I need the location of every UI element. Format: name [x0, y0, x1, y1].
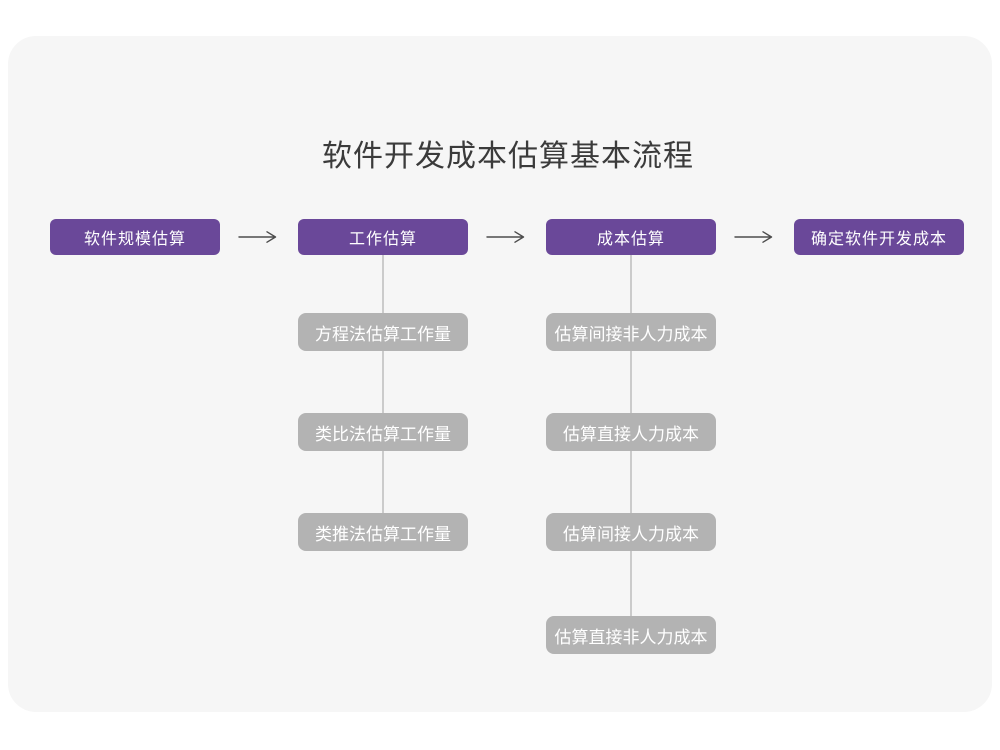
connector-line-work-estimation	[382, 255, 384, 532]
arrow-right-icon	[238, 231, 277, 243]
sub-step-extrapolation-method-workload: 类推法估算工作量	[298, 513, 468, 551]
step-cost-estimation: 成本估算	[546, 219, 716, 255]
step-label: 软件规模估算	[83, 231, 186, 248]
sub-step-analogy-method-workload: 类比法估算工作量	[298, 413, 468, 451]
arrow-right-icon	[734, 231, 773, 243]
sub-step-indirect-nonlabor-cost: 估算间接非人力成本	[546, 313, 716, 351]
step-label: 工作估算	[348, 231, 417, 248]
sub-step-label: 估算间接非人力成本	[554, 324, 708, 344]
sub-step-label: 类比法估算工作量	[315, 424, 451, 444]
step-software-scale-estimation: 软件规模估算	[50, 219, 220, 255]
sub-step-label: 估算直接人力成本	[563, 424, 699, 444]
arrow-right-icon	[486, 231, 525, 243]
step-label: 成本估算	[596, 231, 665, 248]
sub-step-direct-nonlabor-cost: 估算直接非人力成本	[546, 616, 716, 654]
sub-step-label: 估算间接人力成本	[563, 524, 699, 544]
step-label: 确定软件开发成本	[810, 231, 947, 248]
flowchart-card: 软件开发成本估算基本流程 软件规模估算 工作估算 成本估算 确定软件开发成本 方…	[8, 36, 992, 712]
sub-step-label: 估算直接非人力成本	[554, 627, 708, 647]
sub-step-equation-method-workload: 方程法估算工作量	[298, 313, 468, 351]
diagram-title: 软件开发成本估算基本流程	[322, 140, 694, 173]
step-determine-software-dev-cost: 确定软件开发成本	[794, 219, 964, 255]
sub-step-indirect-labor-cost: 估算间接人力成本	[546, 513, 716, 551]
sub-step-label: 类推法估算工作量	[315, 524, 451, 544]
sub-step-direct-labor-cost: 估算直接人力成本	[546, 413, 716, 451]
sub-step-label: 方程法估算工作量	[315, 324, 451, 344]
step-work-estimation: 工作估算	[298, 219, 468, 255]
